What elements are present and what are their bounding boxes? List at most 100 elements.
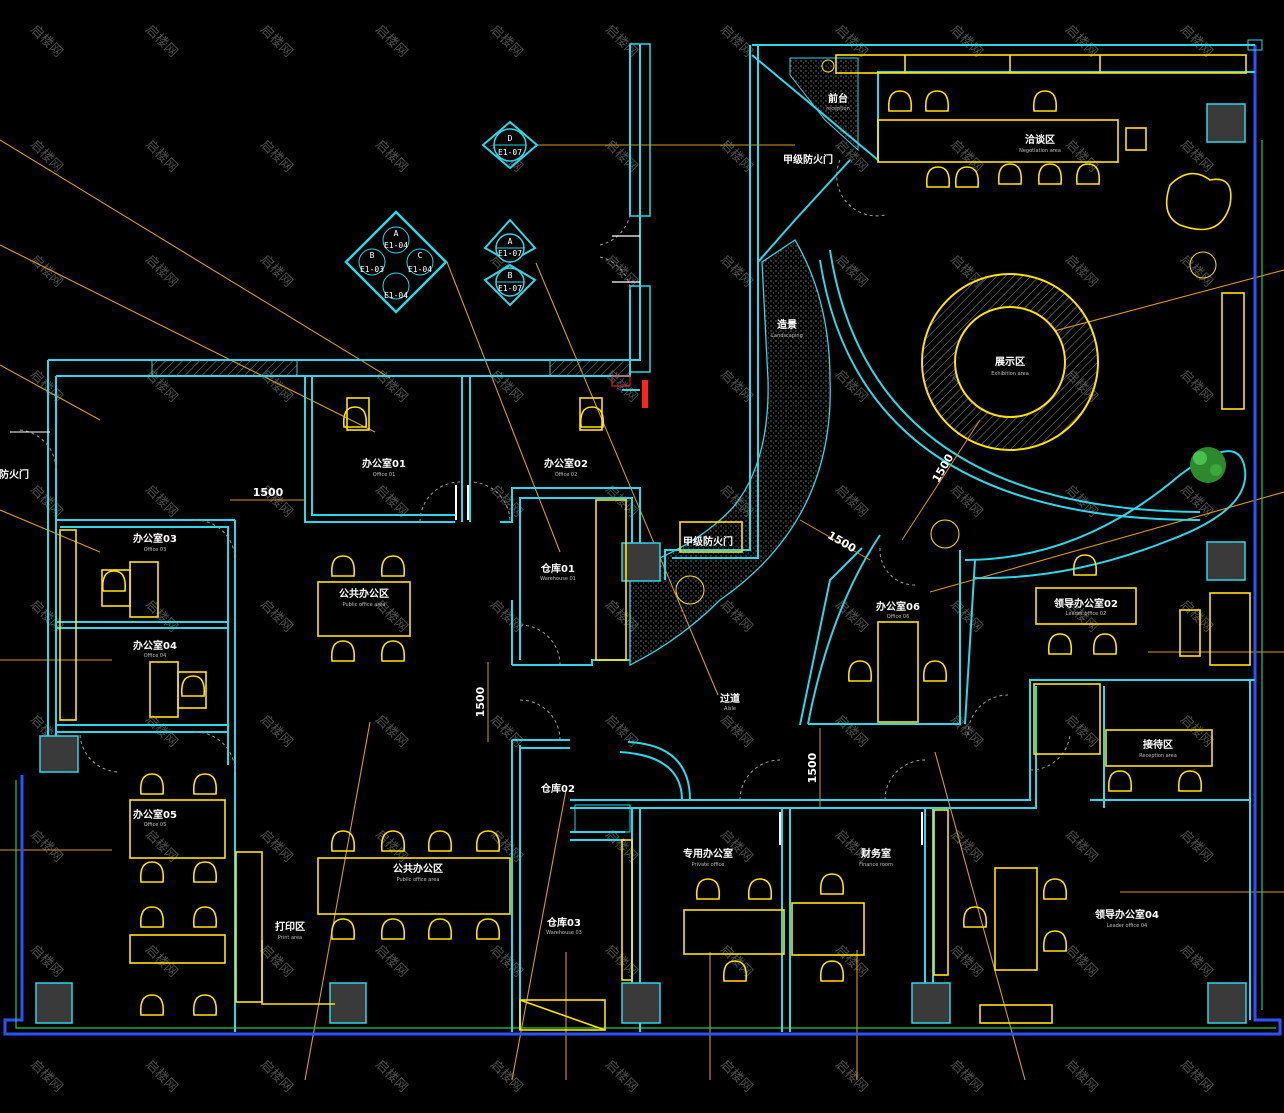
chair (747, 878, 773, 900)
watermark-text: 启楼网 (142, 482, 180, 520)
watermark-text: 启楼网 (1177, 1057, 1215, 1095)
label-fire-door-mid: 甲级防火门 (683, 535, 733, 548)
chair (192, 861, 218, 883)
chair (962, 906, 988, 928)
chair (1037, 163, 1063, 185)
sub-storage03: Warehouse 03 (546, 930, 582, 936)
elevation-marker-d: D E1-07 (481, 120, 539, 170)
outer-boundary (3, 39, 1282, 1036)
watermark-text: 启楼网 (1062, 1057, 1100, 1095)
chair (922, 660, 948, 682)
chair (380, 555, 406, 577)
watermark-text: 启楼网 (372, 1057, 410, 1095)
watermark-text: 启楼网 (947, 597, 985, 635)
sub-lounge: Reception area (1139, 753, 1177, 759)
watermark-text: 启楼网 (142, 1057, 180, 1095)
marker-ref: E1-07 (498, 284, 522, 293)
watermark-text: 启楼网 (257, 1057, 295, 1095)
label-office03: 办公室03 (133, 532, 177, 545)
chair (1107, 770, 1133, 792)
watermark-text: 启楼网 (257, 827, 295, 865)
watermark-text: 启楼网 (602, 252, 640, 290)
sub-special-office: Private office (692, 862, 725, 868)
watermark-text: 启楼网 (487, 22, 525, 60)
watermark-text: 启楼网 (257, 712, 295, 750)
watermark-text: 启楼网 (372, 942, 410, 980)
marker-letter: A (508, 237, 513, 246)
label-office05: 办公室05 (133, 808, 177, 821)
chair (139, 773, 165, 795)
watermark-text: 启楼网 (602, 137, 640, 175)
watermark-text: 启楼网 (832, 367, 870, 405)
walls (47, 43, 1255, 1032)
label-display: 展示区 (995, 356, 1025, 368)
sub-office03: Office 03 (144, 547, 167, 553)
marker-letter: B (370, 251, 375, 260)
label-office06: 办公室06 (876, 600, 920, 613)
dimension-1500-c: 1500 (806, 752, 819, 783)
watermark-text: 启楼网 (372, 712, 410, 750)
watermark-text: 启楼网 (142, 827, 180, 865)
watermark-text: 启楼网 (717, 712, 755, 750)
sub-passage: Aisle (724, 706, 736, 712)
watermark-text: 启楼网 (257, 942, 295, 980)
label-finance: 财务室 (860, 847, 891, 860)
watermark-text: 启楼网 (1177, 367, 1215, 405)
marker-letter: D (508, 134, 513, 143)
label-office02: 办公室02 (544, 457, 588, 470)
label-open-office-top: 公共办公区 (339, 587, 389, 600)
chair (330, 640, 356, 662)
chair (1177, 770, 1203, 792)
watermark-text: 启楼网 (1177, 482, 1215, 520)
door-marks (10, 159, 1071, 845)
marker-ref: E1-07 (498, 249, 522, 258)
label-main-door: 甲级防火门 (783, 153, 833, 166)
watermark-text: 启楼网 (257, 22, 295, 60)
chair (1047, 633, 1073, 655)
watermark-text: 启楼网 (487, 1057, 525, 1095)
chair (330, 830, 356, 852)
watermark-text: 启楼网 (832, 482, 870, 520)
label-negotiation: 洽谈区 (1025, 133, 1055, 146)
label-storage02: 仓库02 (540, 782, 575, 795)
chair (722, 960, 748, 982)
watermark-text: 启楼网 (1062, 942, 1100, 980)
watermark-text: 启楼网 (1177, 252, 1215, 290)
label-office01: 办公室01 (362, 457, 406, 470)
chair (924, 90, 950, 112)
dimension-lines: 1500 1500 1500 1500 1500 (230, 419, 981, 808)
chair (380, 830, 406, 852)
marker-ref: E1-07 (498, 148, 522, 157)
chair (139, 861, 165, 883)
dimension-1500-e: 1500 (825, 529, 858, 556)
label-reception: 前台 (828, 92, 848, 105)
elevation-marker-abcd: A E1-04 E1-03 B E1-04 C E1-04 (344, 210, 448, 314)
sub-office06: Office 06 (887, 614, 910, 620)
watermark-text: 启楼网 (832, 1057, 870, 1095)
chair (819, 960, 845, 982)
label-left-door: 防火门 (0, 468, 29, 481)
watermark-text: 启楼网 (947, 482, 985, 520)
elevation-marker-ab: A E1-07 B E1-07 (483, 218, 537, 307)
watermark-text: 启楼网 (1062, 827, 1100, 865)
marker-letter: A (394, 229, 399, 238)
label-manager04: 领导办公室04 (1095, 908, 1159, 921)
sub-finance: Finance room (859, 862, 893, 868)
marker-letter: C (418, 251, 423, 260)
watermark-text: 启楼网 (27, 942, 65, 980)
label-special-office: 专用办公室 (683, 847, 733, 860)
chair (192, 906, 218, 928)
dimension-1500-a: 1500 (253, 486, 284, 499)
label-print: 打印区 (275, 920, 305, 933)
sub-open-office-top: Public office area (343, 602, 386, 608)
sub-display: Exhibition area (991, 371, 1029, 377)
furniture (59, 54, 1251, 1031)
watermark-text: 启楼网 (1177, 137, 1215, 175)
marker-ref: E1-04 (384, 241, 408, 250)
label-manager02: 领导办公室02 (1054, 597, 1118, 610)
watermark-text: 启楼网 (487, 712, 525, 750)
dimension-1500-d: 1500 (930, 451, 957, 484)
chair (1072, 554, 1098, 576)
chair (427, 830, 453, 852)
